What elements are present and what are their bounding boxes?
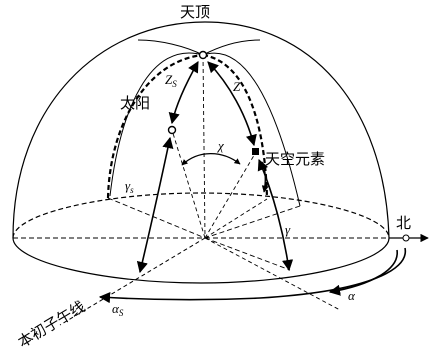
center-to-sky-proj <box>204 198 268 239</box>
alpha-reference-line <box>204 237 341 311</box>
gamma-s-label: γs <box>125 178 134 195</box>
zenith-axis <box>202 54 206 239</box>
diameter-front-right <box>204 237 291 271</box>
vertical-arc-left <box>106 53 204 199</box>
zenith-point <box>198 50 208 60</box>
zenith-label: 天顶 <box>180 3 210 21</box>
horizon-ellipse-front <box>12 237 390 284</box>
dome-outline <box>12 21 390 239</box>
meridian-line <box>59 237 206 326</box>
zs-label: ZS <box>165 72 177 89</box>
sky-element-marker-arc <box>261 161 269 193</box>
north-point <box>402 234 410 242</box>
center-to-sun <box>171 129 206 239</box>
z-arrow <box>207 61 257 147</box>
north-label: 北 <box>396 214 411 232</box>
horizon-ellipse-back <box>12 192 390 239</box>
alpha-s-arc <box>98 247 407 304</box>
diameter-left <box>107 197 206 239</box>
great-circle-left <box>109 52 301 207</box>
sky-element-point <box>252 148 259 155</box>
sun-point <box>167 125 177 135</box>
alpha-arc <box>328 249 398 296</box>
sky-element-label: 天空元素 <box>265 150 325 168</box>
alpha-label: α <box>348 288 356 303</box>
vertical-arc-right <box>202 53 269 199</box>
meridian-label: 本初子午线 <box>15 297 89 351</box>
z-label: Z <box>233 79 241 94</box>
gamma-arrow <box>257 158 294 272</box>
zs-arrow <box>168 61 199 125</box>
chi-angle-arc <box>181 153 241 166</box>
great-circle-arc-solid <box>137 39 261 56</box>
gamma-label: γ <box>285 222 291 237</box>
alpha-s-label: αS <box>112 301 124 318</box>
gamma-s-arrow <box>136 136 174 274</box>
sun-label: 太阳 <box>120 94 150 112</box>
chi-label: χ <box>216 138 224 153</box>
center-to-sky-element <box>204 151 257 239</box>
